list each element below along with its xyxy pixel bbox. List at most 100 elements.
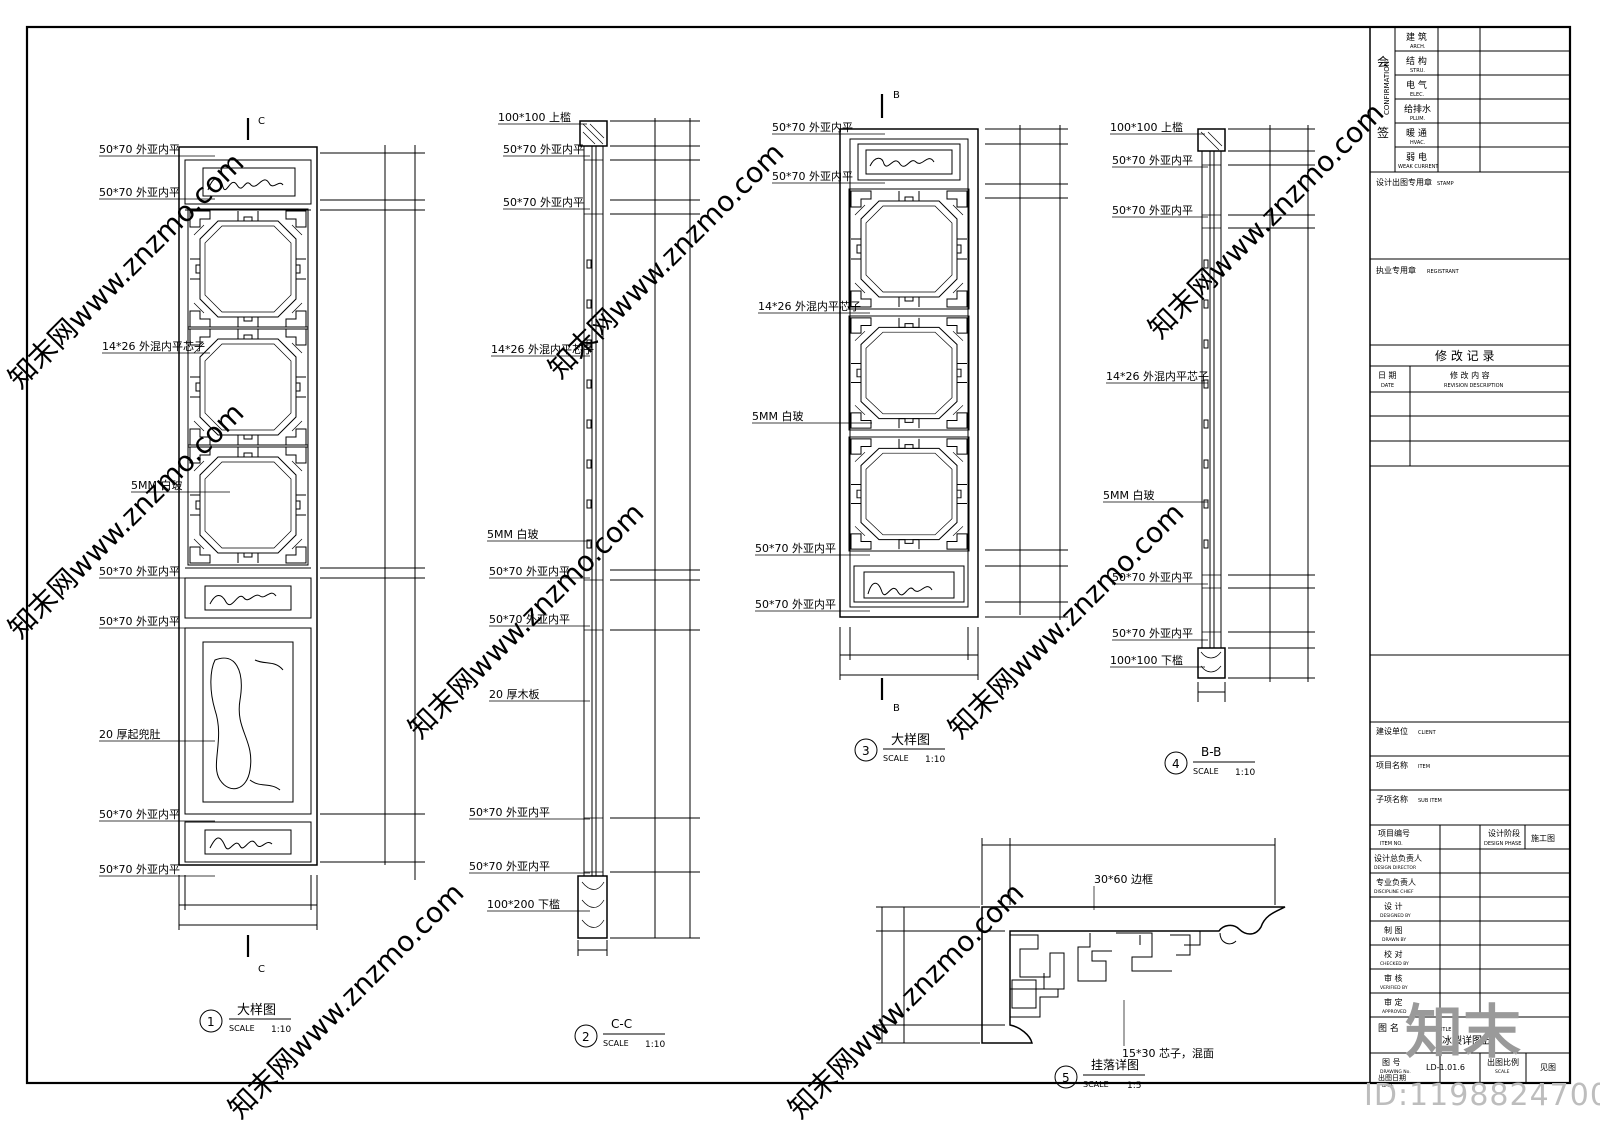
title-number: 2	[582, 1030, 590, 1044]
drawing-no-cn: 图 号	[1382, 1058, 1401, 1067]
watermark-text: 知末网www.znzmo.com	[2, 396, 251, 645]
detail-4-section	[1197, 125, 1315, 702]
callout-label: 50*70 外亚内平	[469, 805, 550, 819]
discipline-cn: 给排水	[1404, 103, 1431, 115]
discipline-cn: 暖 通	[1406, 127, 1427, 139]
callout-label: 14*26 外混内平芯子	[491, 342, 594, 356]
role-cn: 设 计	[1384, 901, 1403, 911]
detail-2-section	[577, 118, 700, 956]
discipline-cn: 弱 电	[1406, 151, 1427, 163]
drawing-no-en: DRAWING No.	[1380, 1069, 1411, 1075]
detail-4-callouts: 100*100 上槛 50*70 外亚内平 50*70 外亚内平 14*26 外…	[1103, 120, 1209, 668]
scale-value: 1:10	[271, 1025, 291, 1035]
detail-1-elevation: C C	[178, 116, 425, 975]
role-en: DRAWN BY	[1382, 937, 1406, 943]
callout-label: 20 厚起兜肚	[99, 727, 161, 741]
client-en: CLIENT	[1418, 730, 1437, 736]
callout-label: 50*70 外亚内平	[503, 142, 584, 156]
callout-label: 5MM 白玻	[131, 478, 182, 492]
section-mark-top: B	[893, 90, 900, 101]
callout-label: 50*70 外亚内平	[99, 564, 180, 578]
callout-label: 100*100 上槛	[1110, 120, 1183, 134]
discipline-en: PLUM.	[1410, 116, 1426, 122]
watermark-text: 知末网www.znzmo.com	[222, 876, 471, 1125]
detail-1-callouts: 50*70 外亚内平 50*70 外亚内平 14*26 外混内平芯子 5MM 白…	[99, 142, 230, 877]
detail-3-callouts: 50*70 外亚内平 50*70 外亚内平 14*26 外混内平芯子 5MM 白…	[752, 120, 885, 612]
callout-label: 14*26 外混内平芯子	[758, 299, 861, 313]
watermark-text: 知末网www.znzmo.com	[942, 496, 1191, 745]
watermark-logo: 知末	[1405, 998, 1522, 1066]
callout-label: 14*26 外混内平芯子	[1106, 369, 1209, 383]
discipline-en: WEAK CURRENT	[1398, 164, 1439, 170]
detail-title: C-C	[611, 1017, 632, 1031]
title-number: 5	[1062, 1071, 1070, 1085]
role-en: CHECKED BY	[1380, 961, 1409, 967]
sub-item-en: SUB ITEM	[1418, 798, 1442, 804]
callout-label: 50*70 外亚内平	[469, 859, 550, 873]
sub-item-cn: 子项名称	[1376, 794, 1408, 804]
registrant-label-cn: 执业专用章	[1376, 265, 1416, 275]
role-cn: 审 核	[1384, 973, 1403, 983]
scale-label: SCALE	[1193, 767, 1219, 776]
stamp-label-cn: 设计出图专用章	[1376, 177, 1432, 187]
role-en: VERIFIED BY	[1380, 985, 1408, 991]
discipline-en: ARCH.	[1410, 44, 1426, 50]
drawing-title-value: 冰裂详图五	[1442, 1034, 1492, 1047]
scale-value: 1:5	[1127, 1081, 1141, 1091]
design-phase-value: 施工图	[1531, 833, 1555, 843]
confirmation-en: CONFIRMATION	[1383, 61, 1391, 115]
callout-label: 5MM 白玻	[752, 409, 803, 423]
discipline-en: ELEC.	[1410, 92, 1425, 98]
callout-label: 50*70 外亚内平	[99, 614, 180, 628]
design-phase-cn: 设计阶段	[1488, 828, 1520, 838]
detail-1-title: 1 大样图 SCALE 1:10	[199, 1003, 291, 1035]
detail-title: 挂落详图	[1091, 1057, 1139, 1072]
scale-label: SCALE	[883, 754, 909, 763]
callout-label: 50*70 外亚内平	[772, 169, 853, 183]
title-number: 3	[862, 744, 870, 758]
revision-desc-cn: 修 改 内 容	[1450, 370, 1490, 380]
item-no-cn: 项目编号	[1378, 828, 1410, 838]
role-cn: 校 对	[1384, 949, 1403, 959]
stamp-label-en: STAMP	[1437, 181, 1454, 187]
title-number: 1	[207, 1015, 215, 1029]
revision-desc-en: REVISION DESCRIPTION	[1444, 383, 1504, 389]
item-cn: 项目名称	[1376, 760, 1408, 770]
scale-value: 1:10	[925, 755, 945, 765]
callout-label: 14*26 外混内平芯子	[102, 339, 205, 353]
discipline-cn: 电 气	[1406, 79, 1427, 91]
section-mark-top: C	[258, 116, 265, 127]
design-phase-en: DESIGN PHASE	[1484, 841, 1521, 847]
callout-label: 5MM 白玻	[1103, 488, 1154, 502]
callout-label: 5MM 白玻	[487, 527, 538, 541]
detail-title: B-B	[1201, 745, 1221, 759]
confirmation-cn-bottom: 签	[1377, 125, 1389, 140]
revision-date-en: DATE	[1381, 383, 1394, 389]
callout-label: 30*60 边框	[1094, 873, 1153, 886]
callout-label: 50*70 外亚内平	[1112, 570, 1193, 584]
detail-title: 大样图	[891, 733, 930, 748]
role-en: APPROVED	[1382, 1009, 1407, 1015]
scale-value: 1:10	[645, 1040, 665, 1050]
section-mark-bottom: C	[258, 964, 265, 975]
role-cn: 制 图	[1384, 925, 1403, 935]
title-number: 4	[1172, 757, 1180, 771]
callout-label: 100*100 上槛	[498, 110, 571, 124]
registrant-label-en: REGISTRANT	[1427, 269, 1460, 275]
scale-value-tb: 见图	[1540, 1063, 1556, 1072]
callout-label: 50*70 外亚内平	[489, 564, 570, 578]
callout-label: 50*70 外亚内平	[99, 142, 180, 156]
detail-2-title: 2 C-C SCALE 1:10	[574, 1017, 665, 1050]
callout-label: 20 厚木板	[489, 687, 540, 701]
role-cn: 审 定	[1384, 997, 1403, 1007]
client-cn: 建设单位	[1376, 726, 1408, 736]
role-en: DESIGN DIRECTOR	[1374, 865, 1416, 871]
detail-5-title: 5 挂落详图 SCALE 1:5	[1054, 1057, 1145, 1091]
discipline-rows: 建 筑 ARCH. 结 构 STRU. 电 气 ELEC. 给排水 PLUM. …	[1398, 31, 1439, 170]
callout-label: 15*30 芯子，混面	[1122, 1046, 1214, 1060]
date-cn: 出图日期	[1378, 1073, 1406, 1082]
scale-cn: 出图比例	[1487, 1057, 1519, 1067]
callout-label: 100*200 下槛	[487, 897, 560, 911]
detail-4-title: 4 B-B SCALE 1:10	[1164, 745, 1255, 778]
callout-label: 100*100 下槛	[1110, 653, 1183, 667]
